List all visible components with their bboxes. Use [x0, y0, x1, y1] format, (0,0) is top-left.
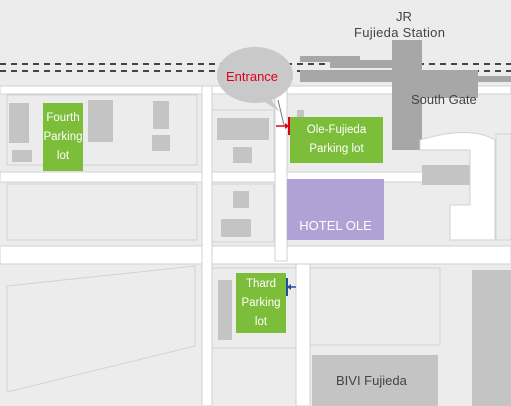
fourth-parking-label: Fourth Parking lot: [43, 111, 83, 162]
station-plaza: [419, 132, 496, 241]
thard-parking-lot[interactable]: Thard Parking lot: [236, 273, 286, 333]
entrance-marker: [276, 117, 290, 135]
south-gate-label: South Gate: [411, 92, 477, 107]
station-building: [300, 40, 511, 150]
hotel-ole-label: HOTEL OLE: [299, 218, 372, 233]
entrance-label: Entrance: [226, 69, 279, 84]
buildings: [9, 100, 511, 406]
bivi-fujieda-label: BIVI Fujieda: [336, 373, 407, 388]
fourth-parking-lot[interactable]: Fourth Parking lot: [43, 103, 83, 171]
ole-fujieda-parking-label: Ole-Fujieda Parking lot: [306, 124, 367, 155]
entrance-bubble: [217, 47, 293, 126]
station-line-label: JR: [396, 9, 412, 24]
station-name-label: Fujieda Station: [354, 25, 446, 40]
ole-fujieda-parking-lot[interactable]: Ole-Fujieda Parking lot: [290, 117, 383, 163]
thard-marker: [286, 278, 296, 296]
thard-parking-label: Thard Parking lot: [241, 277, 281, 328]
hotel-ole-building[interactable]: [287, 179, 384, 240]
